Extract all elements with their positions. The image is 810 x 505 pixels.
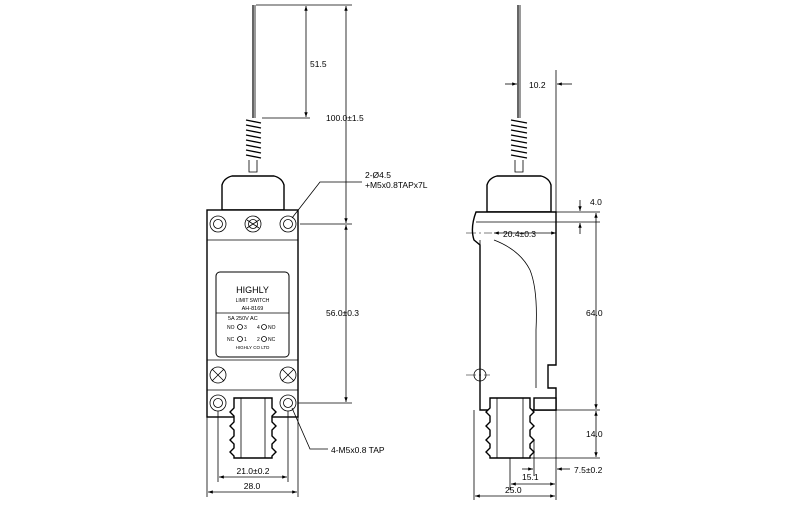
label-row2-right: NC [268,337,276,343]
side-boot [485,397,535,459]
dim-spring-length: 51.5 [310,59,327,69]
label-model: AH-8169 [242,306,264,312]
dim-bottom-offset: 7.5±0.2 [574,465,603,475]
front-view: HIGHLY LIMIT SWITCH AH-8169 5A 250V AC N… [206,4,428,497]
dim-body-height: 64.0 [586,308,603,318]
front-cap [221,175,285,211]
label-type: LIMIT SWITCH [236,298,270,304]
label-row2-left: NC [227,337,235,343]
label-row1-n1: 3 [244,325,247,331]
label-plate [215,271,290,358]
front-spring [245,119,262,159]
side-body [471,211,557,411]
label-brand: HIGHLY [236,285,269,295]
front-screws [209,215,297,412]
side-spring [510,119,528,159]
dim-boot-offset: 15.1 [522,472,539,482]
label-row2-n2: 2 [257,337,260,343]
label-row2-n1: 1 [244,337,247,343]
callout-bottom-holes: 4-M5x0.8 TAP [331,445,385,455]
dim-rod-offset: 10.2 [529,80,546,90]
side-cap [486,175,552,213]
front-boot [229,397,277,459]
dim-width: 28.0 [244,481,261,491]
label-maker: HIGHLY CO LTD [236,345,271,350]
dim-total-height: 100.0±1.5 [326,113,364,123]
label-row1-left: NO [227,325,235,331]
dim-hole-spacing-horizontal: 21.0±0.2 [236,466,269,476]
callout-top-holes-line2: +M5x0.8TAPx7L [365,180,428,190]
label-rating: 5A 250V AC [228,316,258,322]
side-view: 10.2 4.0 20.4±0.3 64.0 14.0 7.5±0.2 15.1… [466,5,603,500]
dim-depth: 25.0 [505,485,522,495]
label-row1-right: NO [268,325,276,331]
callout-top-holes-line1: 2-Ø4.5 [365,170,391,180]
dim-hole-spacing-vertical: 56.0±0.3 [326,308,359,318]
dim-flange: 4.0 [590,197,602,207]
dim-head-width: 20.4±0.3 [503,229,536,239]
label-row1-n2: 4 [257,325,260,331]
dim-bottom-height: 14.0 [586,429,603,439]
